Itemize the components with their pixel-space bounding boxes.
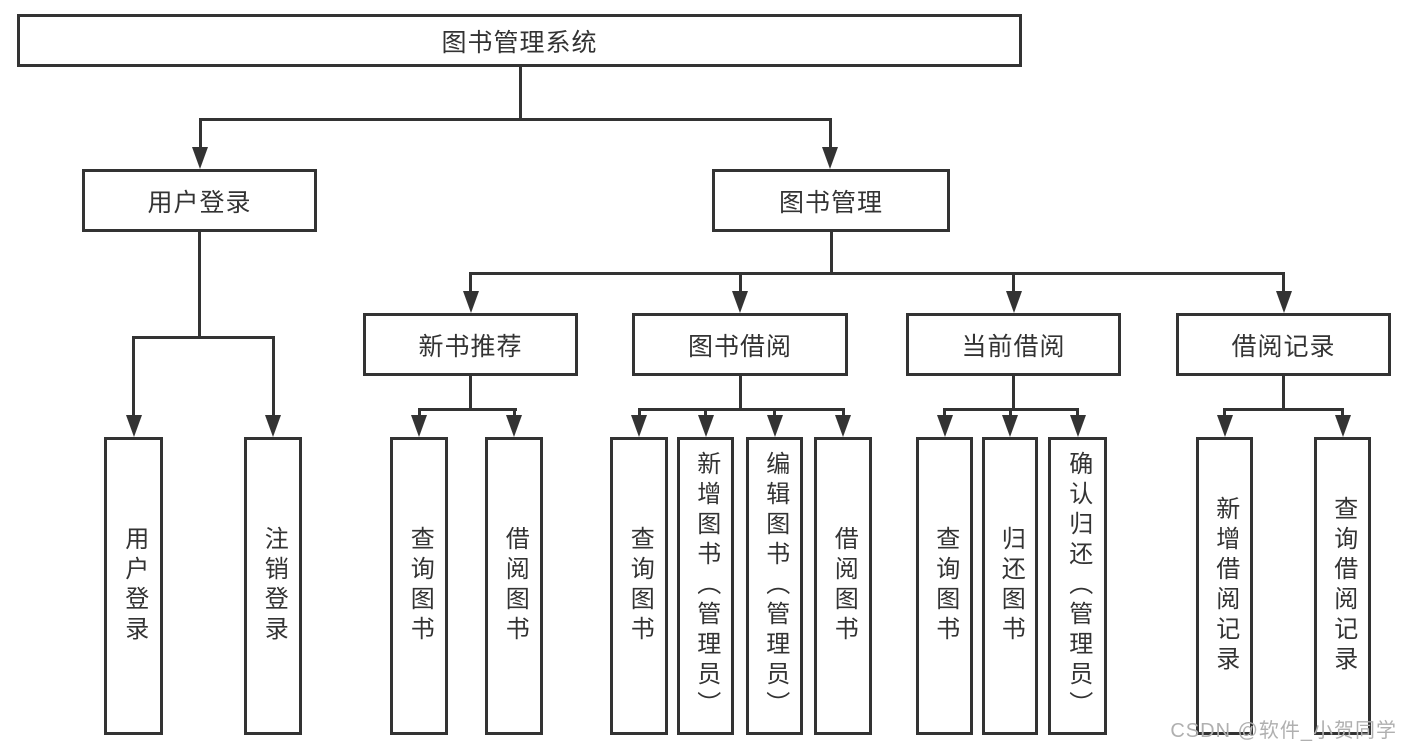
leaf-add-borrow-record: 新增借阅记录 xyxy=(1196,437,1253,735)
connector-line xyxy=(417,408,517,411)
connector-line xyxy=(738,376,742,411)
leaf-borrow-books-1: 借阅图书 xyxy=(485,437,543,735)
connector-line xyxy=(469,272,1285,275)
connector-line xyxy=(469,272,472,294)
arrowhead-down xyxy=(1334,415,1351,437)
arrowhead-down xyxy=(766,415,783,437)
connector-line xyxy=(1282,376,1285,411)
connector-line xyxy=(132,336,135,418)
node-root-label: 图书管理系统 xyxy=(441,28,598,57)
leaf-label: 新增图书（管理员） xyxy=(692,451,720,721)
connector-line xyxy=(198,118,832,121)
connector-line xyxy=(829,232,833,275)
arrowhead-down xyxy=(697,415,714,437)
arrowhead-down xyxy=(1275,291,1292,313)
arrowhead-down xyxy=(411,415,427,437)
leaf-label: 查询借阅记录 xyxy=(1329,496,1357,676)
connector-line xyxy=(637,408,845,411)
node-current-borrow: 当前借阅 xyxy=(906,313,1121,376)
connector-line xyxy=(773,408,776,418)
arrowhead-down xyxy=(835,415,851,437)
connector-line xyxy=(1012,272,1015,294)
arrowhead-down xyxy=(822,147,838,169)
connector-line xyxy=(841,408,845,418)
node-user-login: 用户登录 xyxy=(82,169,317,232)
node-root: 图书管理系统 xyxy=(17,14,1022,67)
connector-line xyxy=(1223,408,1226,418)
leaf-label: 查询图书 xyxy=(406,526,434,646)
arrowhead-down xyxy=(462,291,479,313)
arrowhead-down xyxy=(125,415,142,437)
connector-line xyxy=(417,408,421,418)
node-book-mgmt-label: 图书管理 xyxy=(778,188,883,217)
arrowhead-down xyxy=(936,415,953,437)
arrowhead-down xyxy=(192,147,208,169)
node-book-mgmt: 图书管理 xyxy=(712,169,950,232)
connector-line xyxy=(1341,408,1344,418)
connector-line xyxy=(943,408,946,418)
connector-line xyxy=(1076,408,1079,418)
node-book-borrow: 图书借阅 xyxy=(632,313,848,376)
arrowhead-down xyxy=(1069,415,1086,437)
connector-line xyxy=(828,118,832,151)
node-user-login-label: 用户登录 xyxy=(147,188,252,217)
leaf-label: 确认归还（管理员） xyxy=(1064,451,1092,721)
node-borrow-records-label: 借阅记录 xyxy=(1231,332,1336,361)
leaf-confirm-return-admin: 确认归还（管理员） xyxy=(1048,437,1107,735)
leaf-borrow-books-2: 借阅图书 xyxy=(814,437,872,735)
node-current-borrow-label: 当前借阅 xyxy=(961,332,1066,361)
node-new-books-label: 新书推荐 xyxy=(418,332,523,361)
connector-line xyxy=(738,272,742,294)
connector-line xyxy=(1282,272,1285,294)
leaf-label: 查询图书 xyxy=(626,526,654,646)
leaf-label: 查询图书 xyxy=(931,526,959,646)
connector-line xyxy=(198,118,202,151)
watermark: CSDN @软件_小贺同学 xyxy=(1170,720,1397,742)
arrowhead-down xyxy=(506,415,522,437)
leaf-query-borrow-record: 查询借阅记录 xyxy=(1314,437,1371,735)
connector-line xyxy=(271,336,275,418)
arrowhead-down xyxy=(732,291,748,313)
leaf-label: 新增借阅记录 xyxy=(1211,496,1239,676)
arrowhead-down xyxy=(265,415,281,437)
arrowhead-down xyxy=(1216,415,1233,437)
connector-line xyxy=(132,336,275,339)
leaf-label: 注销登录 xyxy=(260,526,288,646)
connector-line xyxy=(469,376,472,411)
connector-line xyxy=(198,232,201,339)
arrowhead-down xyxy=(631,415,647,437)
leaf-query-books-1: 查询图书 xyxy=(390,437,448,735)
arrowhead-down xyxy=(1005,291,1022,313)
connector-line xyxy=(512,408,516,418)
connector-line xyxy=(637,408,641,418)
leaf-return-books: 归还图书 xyxy=(982,437,1038,735)
connector-line xyxy=(518,67,522,120)
node-new-books: 新书推荐 xyxy=(363,313,578,376)
leaf-query-books-2: 查询图书 xyxy=(610,437,668,735)
leaf-label: 编辑图书（管理员） xyxy=(761,451,789,721)
node-borrow-records: 借阅记录 xyxy=(1176,313,1391,376)
leaf-query-books-3: 查询图书 xyxy=(916,437,973,735)
leaf-label: 借阅图书 xyxy=(501,526,529,646)
leaf-user-login: 用户登录 xyxy=(104,437,163,735)
node-book-borrow-label: 图书借阅 xyxy=(687,332,792,361)
connector-line xyxy=(1012,376,1015,411)
leaf-add-books-admin: 新增图书（管理员） xyxy=(677,437,734,735)
leaf-logout: 注销登录 xyxy=(244,437,302,735)
connector-line xyxy=(1223,408,1344,411)
connector-line xyxy=(1008,408,1012,418)
connector-line xyxy=(704,408,707,418)
leaf-label: 借阅图书 xyxy=(830,526,858,646)
leaf-label: 归还图书 xyxy=(997,526,1025,646)
arrowhead-down xyxy=(1002,415,1018,437)
leaf-label: 用户登录 xyxy=(120,526,148,646)
leaf-edit-books-admin: 编辑图书（管理员） xyxy=(746,437,803,735)
